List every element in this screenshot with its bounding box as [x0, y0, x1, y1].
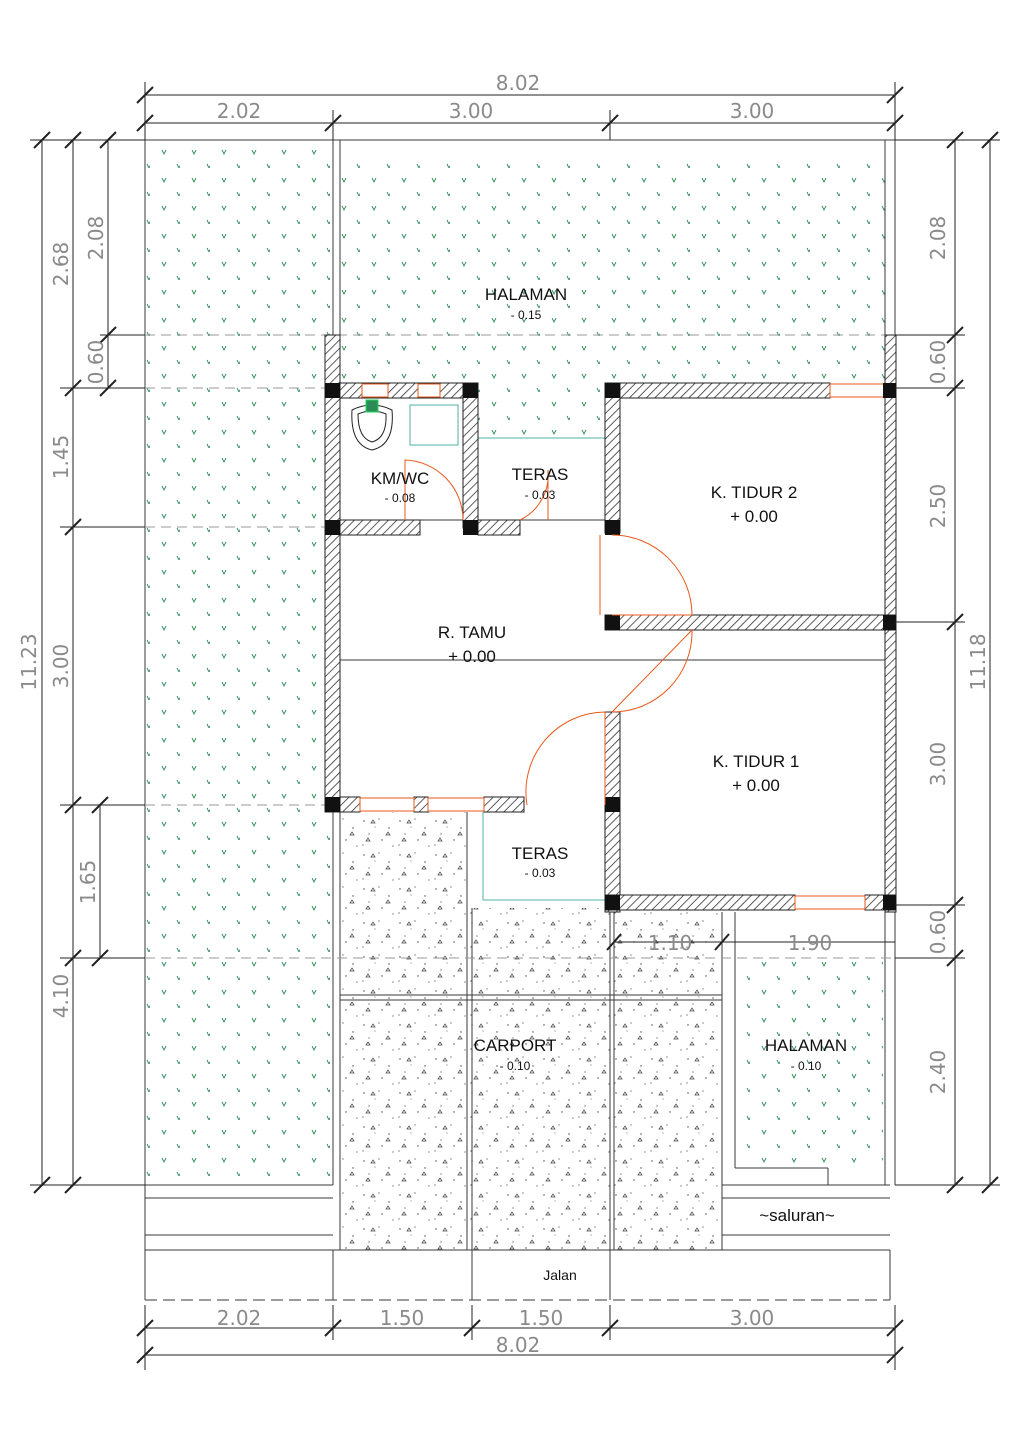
- column: [605, 797, 620, 812]
- room-k-tidur-2: K. TIDUR 2: [711, 483, 798, 502]
- room-k-tidur-1: K. TIDUR 1: [713, 752, 800, 771]
- dimension-lines: [30, 82, 1000, 1370]
- columns: [325, 383, 896, 910]
- door-k-tidur-1: [611, 628, 693, 713]
- top-garden: [340, 155, 885, 383]
- carport-floor-c: [614, 912, 722, 1250]
- toilet-icon: [351, 399, 393, 451]
- column: [325, 520, 340, 535]
- column: [605, 520, 620, 535]
- dim-left-seg-2: 1.45: [49, 435, 73, 480]
- dim-bottom-total: 8.02: [496, 1333, 541, 1357]
- bottom-garden: [738, 962, 883, 1167]
- carport-floor-a: [340, 812, 467, 1250]
- door-main: [525, 711, 606, 806]
- column: [883, 895, 896, 910]
- left-garden: [145, 140, 333, 1185]
- dim-right-total: 11.18: [966, 633, 990, 690]
- dim-left-seg-4: 4.10: [49, 974, 73, 1019]
- column: [463, 383, 478, 398]
- room-halaman-bottom: HALAMAN: [765, 1036, 847, 1055]
- doors: [404, 459, 693, 806]
- level-k-tidur-1: + 0.00: [732, 776, 780, 795]
- dim-left-inner-3: 1.65: [76, 860, 100, 905]
- room-kmwc: KM/WC: [371, 469, 430, 488]
- dim-left-seg-1: 2.68: [49, 242, 73, 287]
- room-teras-top: TERAS: [512, 465, 569, 484]
- level-k-tidur-2: + 0.00: [730, 507, 778, 526]
- column: [325, 797, 340, 812]
- room-r-tamu: R. TAMU: [438, 623, 506, 642]
- dim-right-seg-1: 2.08: [926, 216, 950, 261]
- dim-inner-1: 1.10: [648, 931, 693, 955]
- column: [605, 383, 620, 398]
- dim-top-seg-3: 3.00: [730, 99, 775, 123]
- dim-right-seg-4: 3.00: [926, 742, 950, 787]
- door-k-tidur-2: [611, 534, 693, 616]
- door-kmwc: [404, 459, 464, 521]
- label-saluran: ~saluran~: [759, 1206, 835, 1225]
- level-carport: - 0.10: [500, 1059, 531, 1073]
- shower-tray: [409, 404, 459, 446]
- column: [883, 383, 896, 398]
- level-kmwc: - 0.08: [385, 491, 416, 505]
- dim-right-seg-3: 2.50: [926, 484, 950, 529]
- window: [359, 797, 415, 812]
- dim-left-total: 11.23: [17, 633, 41, 690]
- dim-inner-2: 1.90: [788, 931, 833, 955]
- label-jalan: Jalan: [543, 1267, 576, 1283]
- window: [361, 383, 389, 398]
- dim-left-seg-3: 3.00: [49, 644, 73, 689]
- level-teras-bottom: - 0.03: [525, 866, 556, 880]
- room-halaman-top: HALAMAN: [485, 285, 567, 304]
- dim-left-inner-2: 0.60: [84, 340, 108, 385]
- dim-right-seg-6: 2.40: [926, 1050, 950, 1095]
- terrain-fills: [145, 140, 885, 1250]
- room-labels: HALAMAN - 0.15 KM/WC - 0.08 TERAS - 0.03…: [371, 285, 847, 1283]
- top-garden-notch: [478, 383, 608, 438]
- column: [605, 615, 620, 630]
- dimension-labels: 8.02 2.02 3.00 3.00 2.02 1.50 1.50 3.00 …: [17, 71, 990, 1357]
- dim-right-seg-2: 0.60: [926, 340, 950, 385]
- level-teras-top: - 0.03: [525, 488, 556, 502]
- room-teras-bottom: TERAS: [512, 844, 569, 863]
- column: [325, 383, 340, 398]
- dim-top-seg-1: 2.02: [217, 99, 262, 123]
- dim-bottom-seg-4: 3.00: [730, 1306, 775, 1330]
- column: [883, 615, 896, 630]
- dim-bottom-seg-3: 1.50: [519, 1306, 564, 1330]
- window: [417, 383, 441, 398]
- windows: [359, 383, 886, 910]
- room-carport: CARPORT: [474, 1036, 557, 1055]
- level-halaman-bottom: - 0.10: [791, 1059, 822, 1073]
- window: [794, 895, 866, 910]
- level-r-tamu: + 0.00: [448, 647, 496, 666]
- dim-top-total: 8.02: [496, 71, 541, 95]
- dim-bottom-seg-2: 1.50: [380, 1306, 425, 1330]
- dim-right-seg-5: 0.60: [926, 910, 950, 955]
- wall-left: [324, 334, 341, 813]
- carport-floor-b: [467, 908, 610, 1250]
- window: [427, 797, 485, 812]
- window: [829, 383, 886, 398]
- column: [605, 895, 620, 910]
- dim-top-seg-2: 3.00: [449, 99, 494, 123]
- site-lines: [144, 139, 896, 1301]
- level-halaman-top: - 0.15: [511, 308, 542, 322]
- column: [463, 520, 478, 535]
- dim-left-inner-1: 2.08: [84, 216, 108, 261]
- dim-bottom-seg-1: 2.02: [217, 1306, 262, 1330]
